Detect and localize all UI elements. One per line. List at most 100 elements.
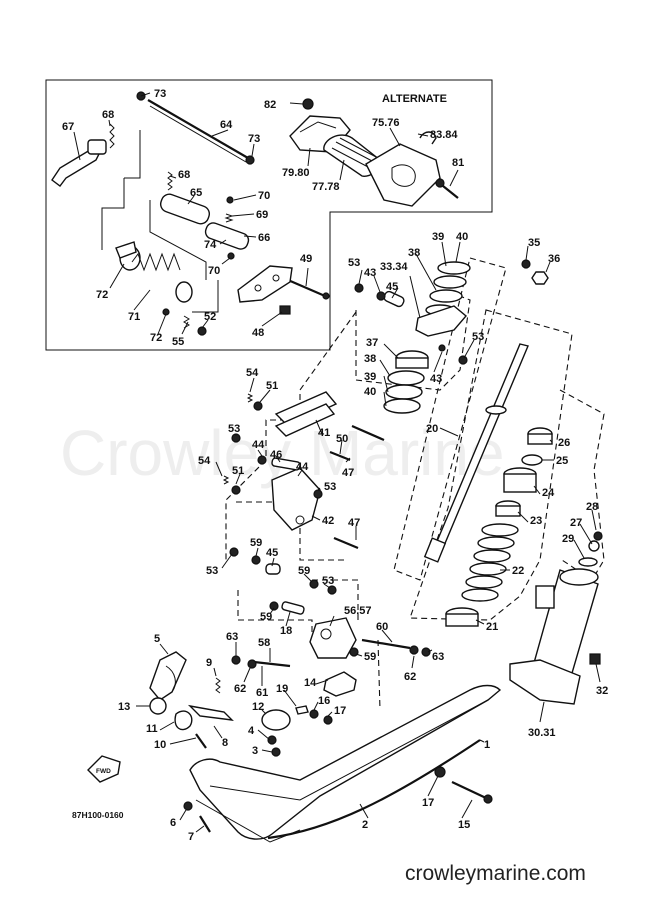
callout-label: 83.84 <box>430 129 458 141</box>
callout-label: 18 <box>280 625 292 637</box>
callout-label: 32 <box>596 685 608 697</box>
callout-label: 53 <box>322 575 334 587</box>
callout-label: 79.80 <box>282 167 310 179</box>
callout-label: 4 <box>248 725 255 737</box>
drawing-code: 87H100-0160 <box>72 810 124 820</box>
callout-label: 52 <box>204 311 216 323</box>
callout-label: 9 <box>206 657 212 669</box>
callout-label: 38 <box>364 353 376 365</box>
callout-label: 70 <box>258 190 270 202</box>
callout-label: 38 <box>408 247 420 259</box>
callout-label: 29 <box>562 533 574 545</box>
callout-label: 66 <box>258 232 270 244</box>
callout-label: 51 <box>232 465 244 477</box>
callout-label: 1 <box>484 739 490 751</box>
callout-label: 60 <box>376 621 388 633</box>
callout-label: 5 <box>154 633 160 645</box>
callout-label: 50 <box>336 433 348 445</box>
callout-label: 81 <box>452 157 464 169</box>
alternate-label: ALTERNATE <box>382 93 447 105</box>
callout-label: 63 <box>226 631 238 643</box>
callout-label: 64 <box>220 119 233 131</box>
callout-label: 30.31 <box>528 727 556 739</box>
callout-label: 39 <box>432 231 444 243</box>
callout-label: 71 <box>128 311 140 323</box>
callout-label: 49 <box>300 253 312 265</box>
callout-label: 11 <box>146 723 158 735</box>
callout-label: 68 <box>102 109 114 121</box>
callout-label: 53 <box>348 257 360 269</box>
callout-label: 43 <box>430 373 442 385</box>
callout-label: 12 <box>252 701 264 713</box>
callout-label: 10 <box>154 739 166 751</box>
callout-label: 53 <box>228 423 240 435</box>
callout-label: 55 <box>172 336 184 348</box>
alternate-parts <box>289 98 459 207</box>
callout-label: 37 <box>366 337 378 349</box>
callout-label: 33.34 <box>380 261 408 273</box>
callout-label: 72 <box>150 332 162 344</box>
callout-label: 59 <box>364 651 376 663</box>
callout-label: 61 <box>256 687 268 699</box>
callout-label: 70 <box>208 265 220 277</box>
callout-label: 62 <box>404 671 416 683</box>
callout-label: 26 <box>558 437 570 449</box>
callout-label: 69 <box>256 209 268 221</box>
callout-label: 43 <box>364 267 376 279</box>
callout-label: 62 <box>234 683 246 695</box>
callout-label: 54 <box>198 455 211 467</box>
callout-label: 28 <box>586 501 598 513</box>
callout-label: 40 <box>364 386 376 398</box>
callout-label: 21 <box>486 621 498 633</box>
callout-label: 20 <box>426 423 438 435</box>
callout-label: 63 <box>432 651 444 663</box>
callout-label: 42 <box>322 515 334 527</box>
callout-label: 65 <box>190 187 202 199</box>
callout-label: 58 <box>258 637 270 649</box>
callout-label: 8 <box>222 737 228 749</box>
callout-label: 48 <box>252 327 264 339</box>
callout-label: 39 <box>364 371 376 383</box>
coil-spring <box>461 523 519 602</box>
callout-label: 82 <box>264 99 276 111</box>
leader-lines <box>73 92 601 833</box>
callout-label: 72 <box>96 289 108 301</box>
fwd-arrow-icon <box>87 755 121 783</box>
callout-label: 59 <box>298 565 310 577</box>
callout-label: 59 <box>250 537 262 549</box>
callout-label: 56.57 <box>344 605 372 617</box>
callout-label: 35 <box>528 237 540 249</box>
callout-label: 22 <box>512 565 524 577</box>
callout-label: 75.76 <box>372 117 400 129</box>
callout-label: 14 <box>304 677 317 689</box>
site-url: crowleymarine.com <box>405 862 586 885</box>
callout-label: 36 <box>548 253 560 265</box>
callout-label: 45 <box>266 547 278 559</box>
callout-label: 2 <box>362 819 368 831</box>
callout-label: 3 <box>252 745 258 757</box>
callout-label: 19 <box>276 683 288 695</box>
callout-label: 44 <box>296 461 309 473</box>
callout-label: 67 <box>62 121 74 133</box>
callout-label: 41 <box>318 427 330 439</box>
callout-label: 15 <box>458 819 470 831</box>
callout-label: 54 <box>246 367 259 379</box>
callout-label: 73 <box>248 133 260 145</box>
callout-label: 13 <box>118 701 130 713</box>
callout-labels: 73 68 64 67 73 82 75.76 83.84 79.80 77.7… <box>62 88 608 843</box>
callout-label: 17 <box>422 797 434 809</box>
alternate-frame <box>45 79 493 351</box>
callout-label: 53 <box>206 565 218 577</box>
callout-label: 16 <box>318 695 330 707</box>
callout-label: 45 <box>386 281 398 293</box>
callout-label: 17 <box>334 705 346 717</box>
callout-label: 47 <box>342 467 354 479</box>
callout-label: 7 <box>188 831 194 843</box>
callout-label: 53 <box>472 331 484 343</box>
steering-column-parts <box>222 257 605 711</box>
callout-label: 47 <box>348 517 360 529</box>
callout-label: 73 <box>154 88 166 100</box>
callout-label: 68 <box>178 169 190 181</box>
callout-label: 77.78 <box>312 181 340 193</box>
